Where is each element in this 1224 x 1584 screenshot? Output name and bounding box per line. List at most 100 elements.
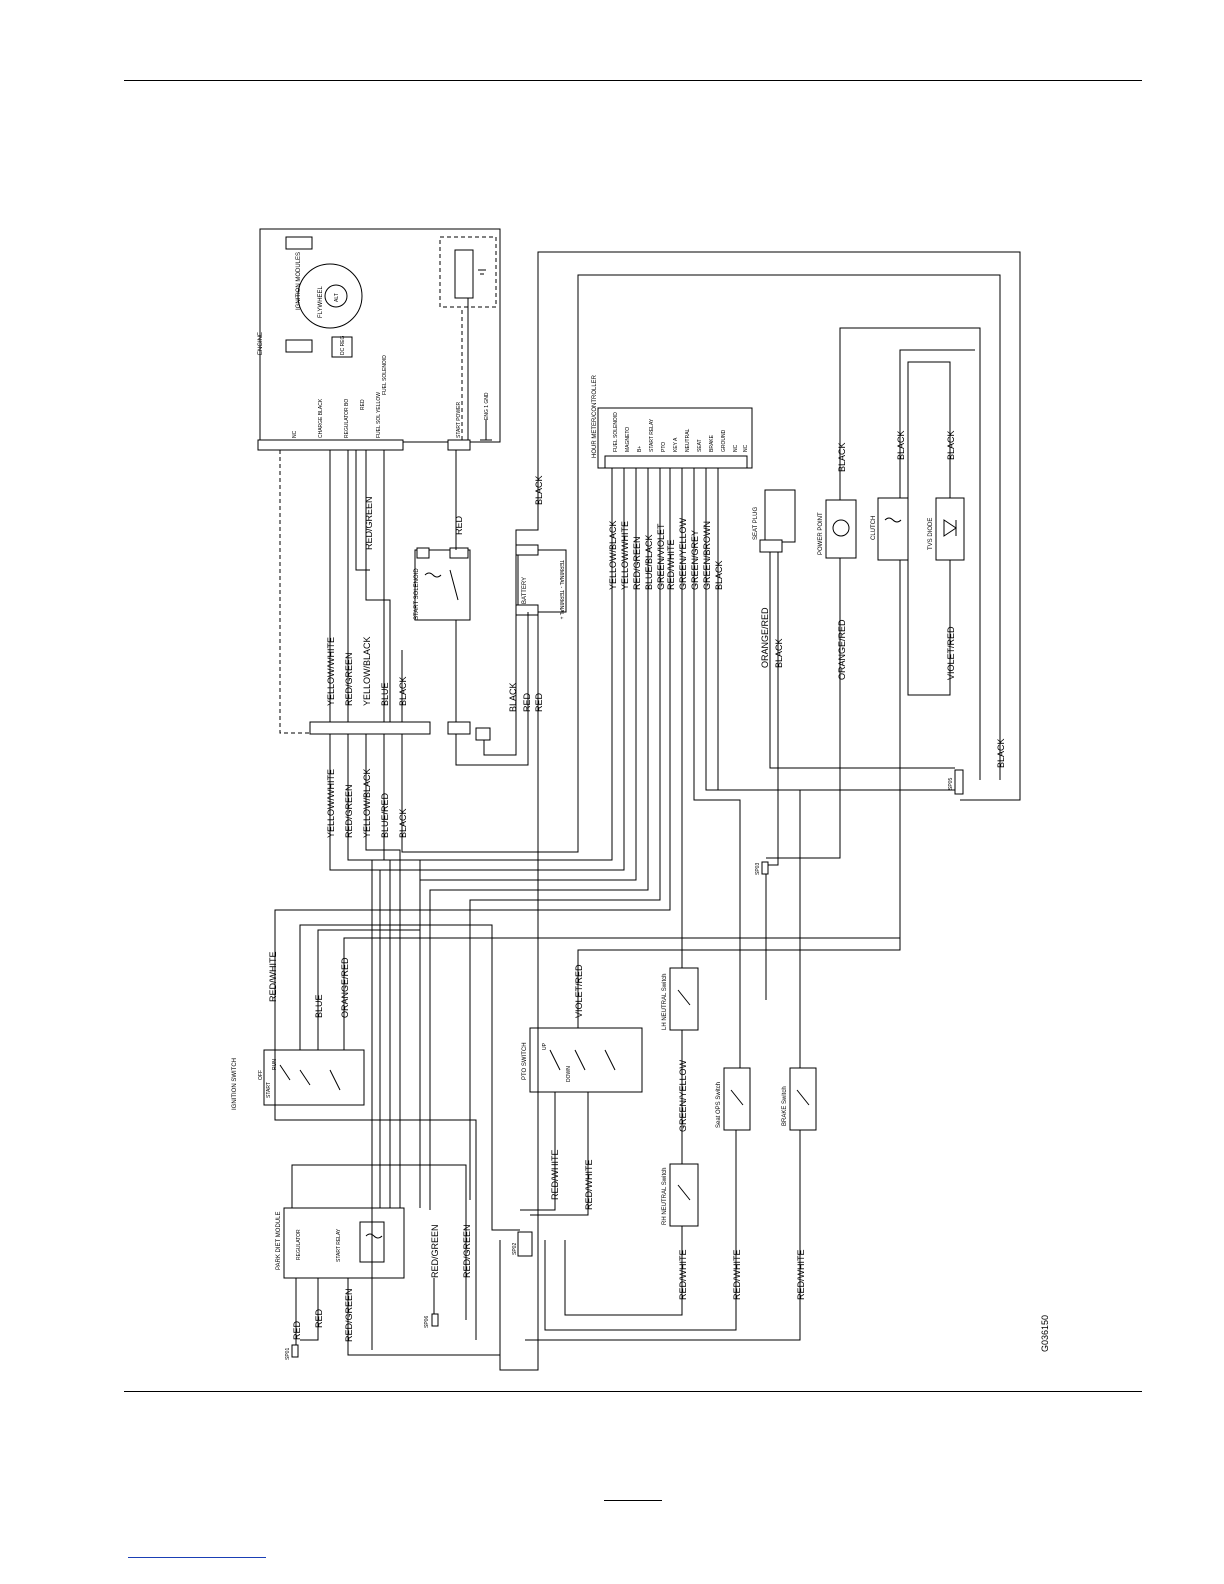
flywheel-icon bbox=[297, 263, 363, 329]
engine-nc-label: NC bbox=[292, 430, 298, 438]
wire-red-white-switches bbox=[525, 1130, 801, 1341]
rh-neutral-label: RH NEUTRAL Switch bbox=[662, 1168, 668, 1225]
power-point-label: POWER POINT bbox=[818, 512, 824, 555]
wire-red-green-reg bbox=[355, 450, 370, 571]
wire-black-hm bbox=[401, 274, 1001, 853]
wire-blue-ign bbox=[317, 929, 420, 1050]
wire-label: BLUE bbox=[380, 682, 390, 706]
wire-black-pp bbox=[839, 327, 981, 780]
wire-violet-red-tvs bbox=[907, 560, 951, 696]
wire-label: BLACK bbox=[774, 638, 784, 668]
wire-label: BLUE/BLACK bbox=[644, 534, 654, 590]
ignition-switch-label: IGNITION SWITCH bbox=[232, 1058, 238, 1110]
splice-sp01 bbox=[291, 1344, 299, 1358]
solenoid-coil-icon bbox=[424, 569, 459, 601]
hm-pin-label: NC bbox=[733, 444, 739, 452]
brake-switch: BRAKE Switch bbox=[782, 1067, 817, 1131]
sp03-label: SP03 bbox=[755, 863, 761, 875]
hm-pin-label: FUEL SOLENOID bbox=[613, 412, 619, 452]
wire-label: GREEN/VIOLET bbox=[656, 523, 666, 590]
rh-neutral-box bbox=[669, 1163, 699, 1227]
wire-green-grey-hm bbox=[693, 468, 741, 1068]
regulator-bo-label: REGULATOR BO bbox=[344, 399, 350, 438]
wire-label: BLUE/RED bbox=[380, 792, 390, 838]
alternator-icon bbox=[324, 284, 348, 308]
wire-green-violet-hm bbox=[469, 468, 661, 1200]
wire-label: RED/GREEN bbox=[632, 536, 642, 590]
engine-connector-p18 bbox=[257, 439, 404, 451]
wire-label: GREEN/BROWN bbox=[702, 521, 712, 590]
park-diet-module: PARK DIET MODULE REGULATOR START RELAY bbox=[276, 1207, 405, 1279]
wire-black-ground bbox=[717, 468, 955, 791]
wire-label: RED/GREEN bbox=[462, 1224, 472, 1278]
tvs-diode: TVS DIODE bbox=[928, 497, 965, 561]
battery: BATTERY TERMINAL - TERMINAL + bbox=[515, 544, 567, 619]
tvs-diode-box bbox=[935, 497, 965, 561]
wire-red-green-pdm bbox=[347, 1278, 500, 1356]
ignition-modules-label: IGNITION MODULES bbox=[296, 252, 302, 310]
clutch-label: CLUTCH bbox=[871, 516, 877, 540]
wire-label: ORANGE/RED bbox=[340, 957, 350, 1018]
wire-label: YELLOW/WHITE bbox=[326, 769, 336, 838]
ign-off-label: OFF bbox=[258, 1070, 264, 1080]
pto-switch-box bbox=[529, 1027, 643, 1093]
wire-label: VIOLET/RED bbox=[946, 626, 956, 680]
lh-neutral-switch: LH NEUTRAL Switch bbox=[662, 967, 699, 1031]
wire-black-seat bbox=[769, 552, 955, 769]
fuel-solenoid-label: FUEL SOLENOID bbox=[382, 355, 388, 395]
hm-pin-label: B+ bbox=[637, 446, 643, 452]
lh-neutral-box bbox=[669, 967, 699, 1031]
hm-pin-label: GROUND bbox=[721, 429, 727, 452]
clutch-box bbox=[877, 497, 909, 561]
wire-label: YELLOW/WHITE bbox=[620, 521, 630, 590]
wire-label: RED/GREEN bbox=[364, 496, 374, 550]
wire-label: BLACK bbox=[398, 808, 408, 838]
seat-plug: SEAT PLUG bbox=[753, 489, 796, 553]
seat-plug-box bbox=[764, 489, 796, 543]
engine-ground-icon bbox=[480, 420, 492, 441]
splice-sp02 bbox=[517, 1231, 533, 1257]
wire-label: RED/GREEN bbox=[344, 784, 354, 838]
seat-plug-label: SEAT PLUG bbox=[753, 507, 759, 540]
wire-label: RED/WHITE bbox=[550, 1150, 560, 1201]
wire-label: YELLOW/BLACK bbox=[362, 636, 372, 706]
connector-j06 bbox=[475, 727, 491, 741]
ignition-switch: IGNITION SWITCH OFF RUN START bbox=[232, 1049, 365, 1110]
wire-label: BLACK bbox=[946, 430, 956, 460]
pto-switch-label: PTO SWITCH bbox=[522, 1042, 528, 1080]
wire-label: YELLOW/WHITE bbox=[326, 637, 336, 706]
wire-red-main bbox=[499, 612, 539, 1371]
wire-red-green-hm bbox=[419, 468, 637, 1208]
wire-label: GREEN/YELLOW bbox=[678, 517, 688, 590]
connector-j05 bbox=[447, 721, 471, 735]
power-point: POWER POINT bbox=[818, 499, 857, 559]
splice-sp05 bbox=[954, 769, 964, 795]
flywheel-label: FLYWHEEL bbox=[318, 285, 324, 318]
wire-yellow-white bbox=[329, 450, 381, 1208]
wire-yellow-black bbox=[365, 450, 401, 1208]
wire-label: RED/GREEN bbox=[430, 1224, 440, 1278]
hm-pin-label: NC bbox=[743, 444, 749, 452]
spark-plug-icon bbox=[285, 236, 313, 250]
header-rule bbox=[124, 80, 1142, 81]
sp01-label: SP01 bbox=[285, 1348, 291, 1360]
spark-plug-icon bbox=[285, 339, 313, 353]
wire-label: RED/WHITE bbox=[678, 1250, 688, 1301]
wire-black-tvs bbox=[907, 361, 951, 498]
wire-label: BLACK bbox=[508, 682, 518, 712]
charge-black-label: CHARGE BLACK bbox=[318, 398, 324, 438]
wire-label: BLUE bbox=[314, 994, 324, 1018]
wire-label: YELLOW/BLACK bbox=[362, 768, 372, 838]
wire-red-green bbox=[347, 450, 391, 1208]
dc-reg-label: DC REG bbox=[340, 335, 346, 355]
ign-start-label: START bbox=[266, 1082, 272, 1098]
wire-label: RED bbox=[454, 515, 464, 535]
seat-ops-label: Seat OPS Switch bbox=[716, 1082, 722, 1128]
seat-ops-switch: Seat OPS Switch bbox=[716, 1067, 751, 1131]
wire-label: RED/GREEN bbox=[344, 652, 354, 706]
wire-label: BLACK bbox=[837, 442, 847, 472]
start-power-label: START POWER bbox=[456, 401, 462, 438]
wire-black-battery bbox=[483, 251, 1021, 801]
pto-up-label: UP bbox=[542, 1042, 548, 1050]
starter-motor-icon bbox=[454, 249, 474, 299]
